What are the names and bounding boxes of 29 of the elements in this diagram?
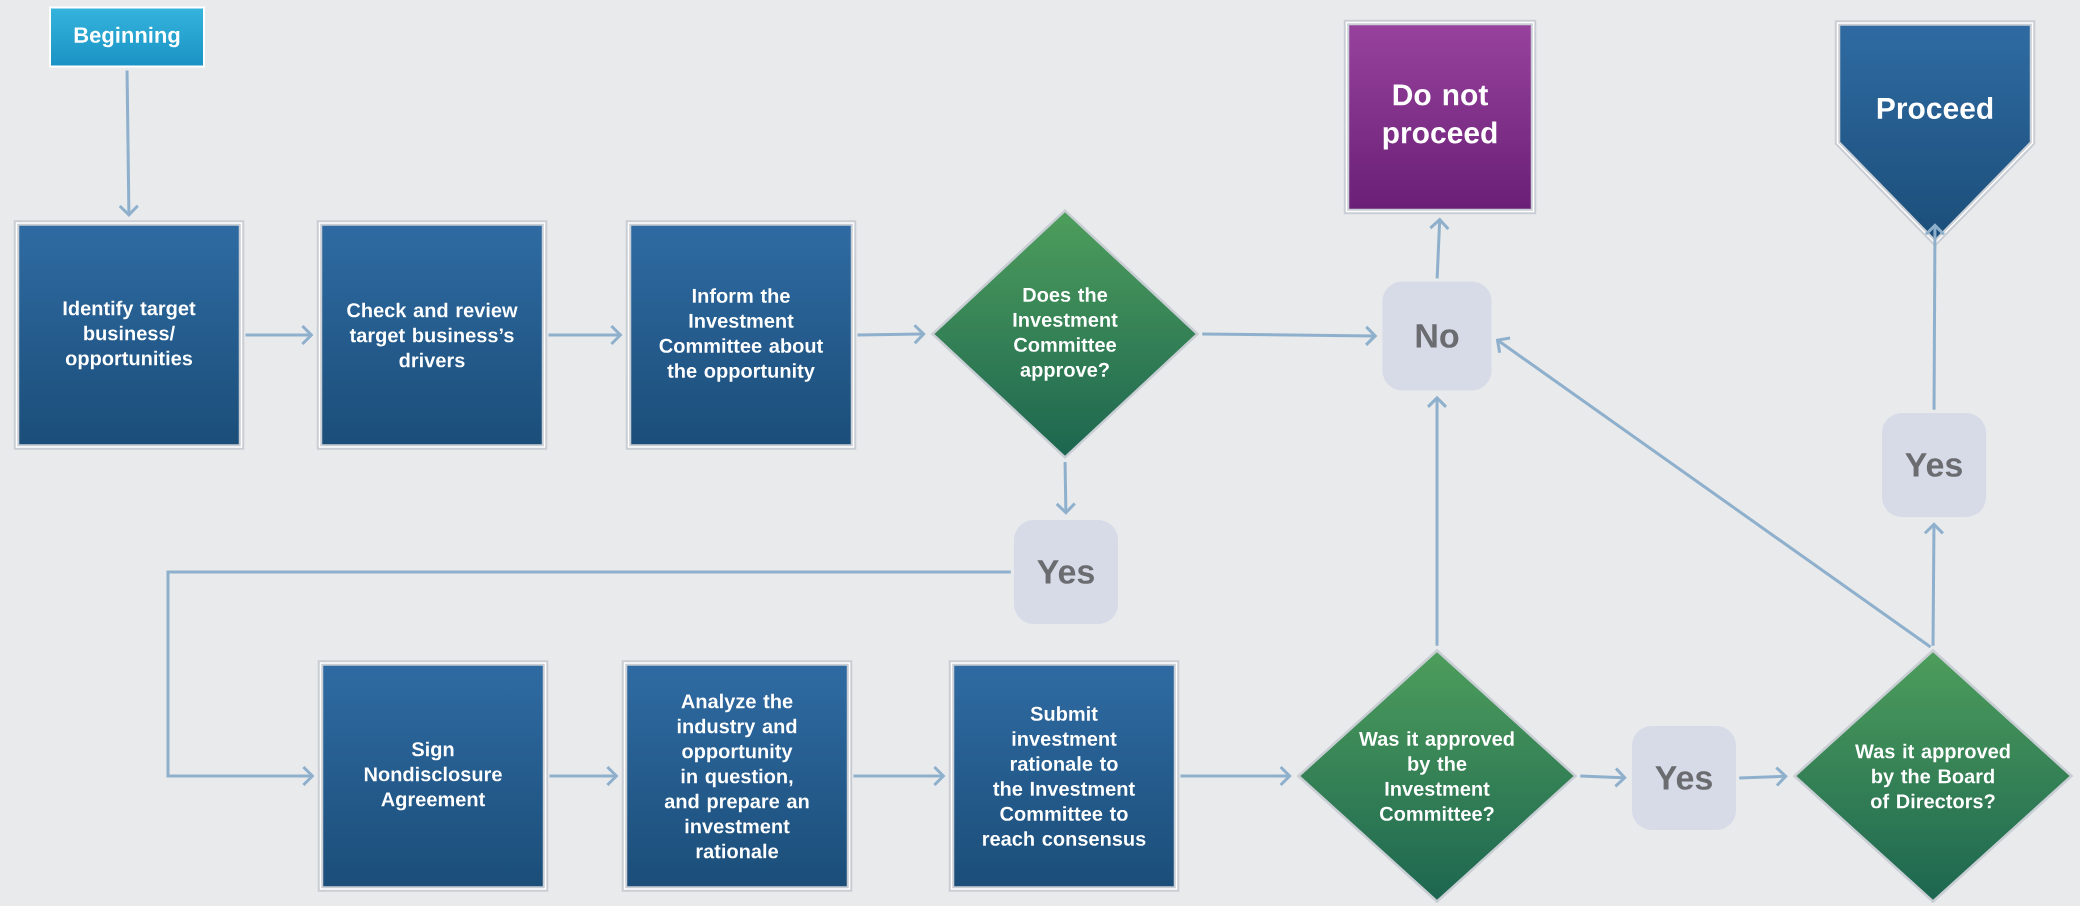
- process-box: Sign Nondisclosure Agreement: [317, 660, 549, 892]
- process-box: Check and review target business’s drivers: [316, 220, 548, 450]
- arrow: [548, 324, 623, 346]
- arrow: [853, 765, 946, 787]
- end-box: Do not proceed: [1343, 19, 1537, 215]
- arrow: [1202, 325, 1378, 346]
- process-box: Inform the Investment Committee about the opportunity: [625, 220, 857, 450]
- arrow: [1495, 336, 1932, 649]
- arrow: [549, 765, 619, 787]
- arrow: [1429, 217, 1450, 279]
- arrow: [1739, 766, 1788, 787]
- answer-box: No: [1382, 281, 1492, 391]
- arrow: [1923, 522, 1944, 646]
- arrow: [118, 70, 139, 217]
- arrow: [1426, 395, 1448, 646]
- arrow: [1580, 767, 1627, 788]
- process-box: Analyze the industry and opportunity in question, and prepare an investment rationale: [621, 660, 853, 892]
- process-box: Identify target business/ opportunities: [13, 220, 245, 450]
- arrow: [1055, 462, 1076, 515]
- answer-box: Yes: [1014, 520, 1118, 624]
- arrow: [1924, 223, 1945, 410]
- arrow: [166, 570, 1011, 787]
- arrow: [857, 324, 926, 345]
- process-box: Submit investment rationale to the Investment Committee to reach consensus: [948, 660, 1180, 892]
- answer-box: Yes: [1632, 726, 1736, 830]
- arrow: [1180, 765, 1292, 787]
- beginning-box: Beginning: [49, 6, 205, 68]
- answer-box: Yes: [1882, 413, 1986, 517]
- arrow: [245, 324, 314, 346]
